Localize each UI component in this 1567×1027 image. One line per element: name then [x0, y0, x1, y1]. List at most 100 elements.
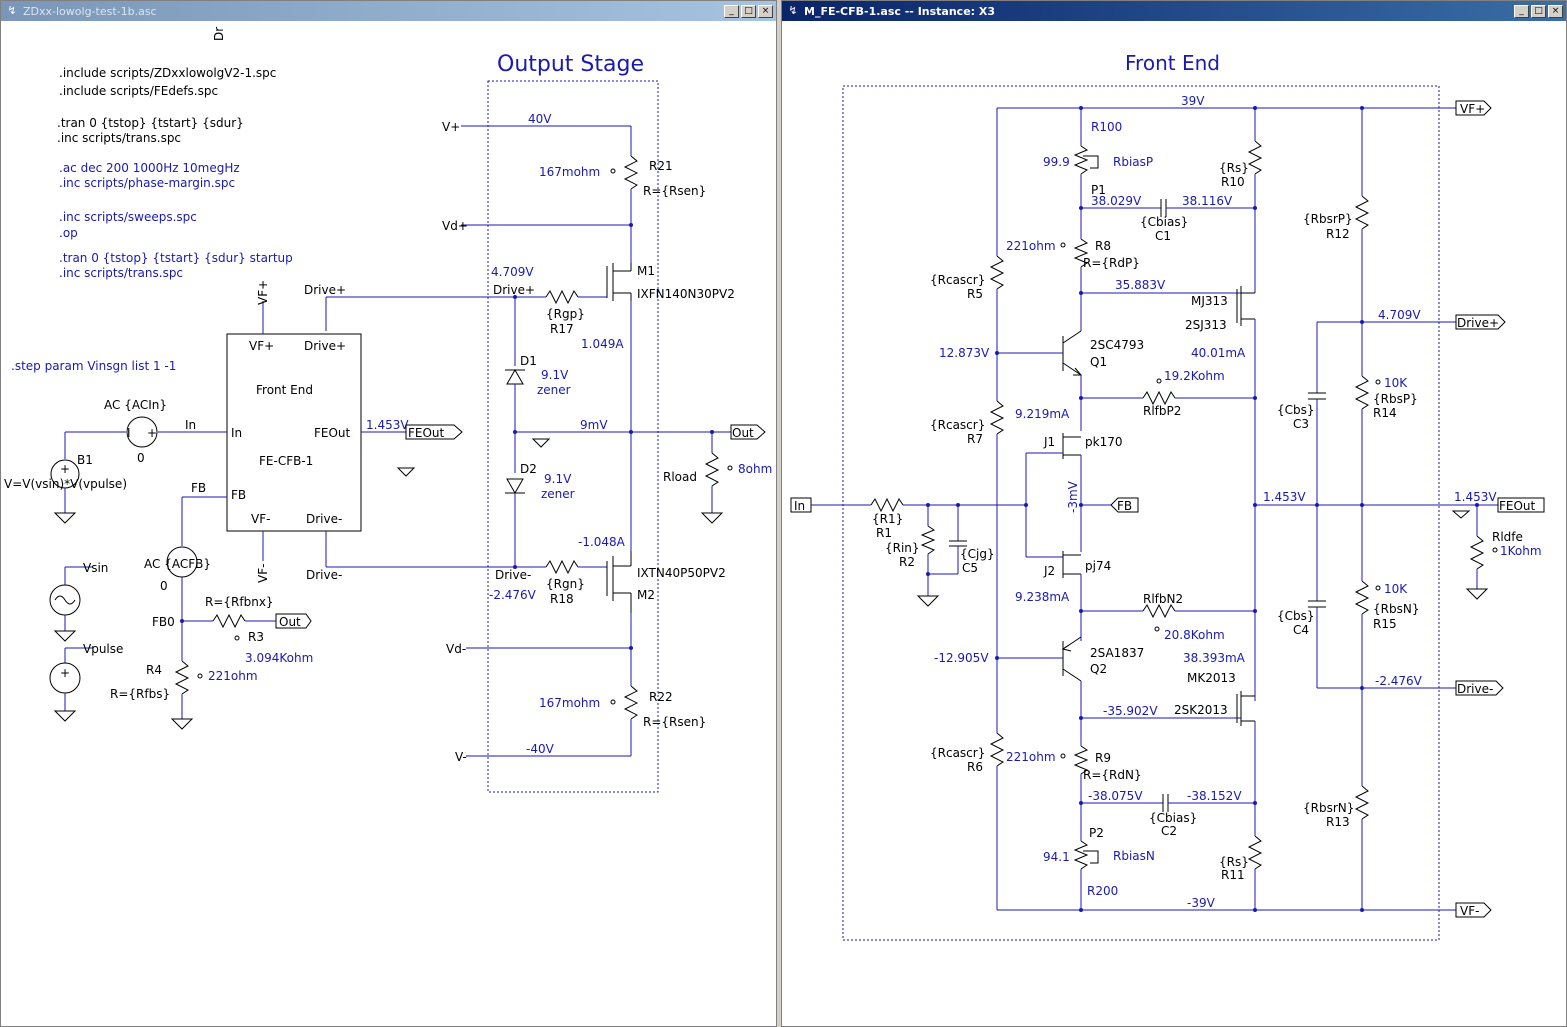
m2-mosfet[interactable]: [606, 551, 632, 613]
r9-resistor[interactable]: [1073, 745, 1089, 775]
r18-resistor[interactable]: [545, 559, 579, 575]
rload-resistor[interactable]: [704, 452, 720, 487]
r8-resistor[interactable]: [1073, 238, 1089, 268]
v39-label: 39V: [1181, 94, 1205, 108]
right-schematic-canvas[interactable]: Front End 39V VF+ -39V VF- {Rcascr} R5 {…: [782, 21, 1567, 1027]
right-title-bar[interactable]: ↯ M_FE-CFB-1.asc -- Instance: X3 _ □ ×: [782, 1, 1566, 21]
vfm-flag[interactable]: [1455, 902, 1492, 918]
fb-flag-label: FB: [1117, 499, 1132, 513]
ac-source[interactable]: [126, 416, 158, 448]
r7-name: R7: [967, 432, 983, 446]
close-button[interactable]: ×: [1548, 4, 1563, 18]
c1-value: {Cbias}: [1140, 215, 1188, 229]
d1-zener[interactable]: [505, 368, 525, 385]
r9-name: R9: [1095, 751, 1111, 765]
vfp-flag[interactable]: [1455, 100, 1492, 116]
directive: .tran 0 {tstop} {tstart} {sdur}: [57, 116, 244, 130]
svg-text:+: +: [147, 426, 157, 440]
sj313-part: 2SJ313: [1185, 318, 1227, 332]
vplus-label: V+: [442, 120, 460, 134]
r1-resistor[interactable]: [870, 497, 904, 513]
r21-resistor[interactable]: [623, 155, 639, 190]
drivep-flag[interactable]: [1455, 314, 1506, 330]
rldfe-current: 1Kohm: [1500, 544, 1542, 558]
r14-resistor[interactable]: [1354, 375, 1370, 410]
left-title-bar[interactable]: ↯ ZDxx-lowolg-test-1b.asc _ □ ×: [1, 1, 776, 21]
r5-name: R5: [967, 287, 983, 301]
j1-part: pk170: [1085, 435, 1122, 449]
rlfbn2-resistor[interactable]: [1142, 603, 1176, 619]
r3-resistor[interactable]: [212, 613, 246, 629]
left-schematic-canvas[interactable]: .include scripts/ZDxxlowolgV2-1.spc .inc…: [1, 21, 777, 1027]
left-schematic-window[interactable]: ↯ ZDxx-lowolg-test-1b.asc _ □ × .include…: [0, 0, 777, 1027]
mj313-mosfet[interactable]: [1236, 286, 1255, 326]
j2-jfet[interactable]: [1062, 551, 1081, 578]
svg-text:+: +: [60, 462, 70, 476]
r13-resistor[interactable]: [1354, 785, 1370, 820]
rldfe-resistor[interactable]: [1469, 535, 1485, 570]
d2-zener[interactable]: [505, 478, 525, 495]
r10-resistor[interactable]: [1247, 140, 1263, 175]
svg-text:I: I: [127, 426, 131, 440]
c1-right-volt: 38.116V: [1182, 194, 1233, 208]
r11-resistor[interactable]: [1247, 835, 1263, 870]
close-button[interactable]: ×: [758, 4, 773, 18]
r22-resistor[interactable]: [623, 685, 639, 720]
svg-text:+: +: [60, 666, 70, 680]
rlfbp2-current: 19.2Kohm: [1164, 369, 1225, 383]
vm3-label: -3mV: [1066, 480, 1080, 513]
feout-flag[interactable]: [1497, 497, 1545, 513]
p2-name: P2: [1089, 826, 1104, 840]
mj313-name: MJ313: [1191, 294, 1228, 308]
maximize-button[interactable]: □: [741, 4, 756, 18]
r12-resistor[interactable]: [1354, 195, 1370, 230]
r15-resistor[interactable]: [1354, 580, 1370, 615]
q1-transistor[interactable]: [1062, 330, 1083, 376]
r12-value: {RbsrP}: [1303, 212, 1353, 226]
vfm-pin-label: VF-: [256, 564, 270, 583]
mk2013-name: MK2013: [1187, 671, 1236, 685]
r5-resistor[interactable]: [989, 255, 1005, 290]
fb-flag[interactable]: [1110, 497, 1139, 513]
d1-type: zener: [537, 383, 571, 397]
out-flag[interactable]: [730, 424, 766, 440]
j1-jfet[interactable]: [1062, 433, 1081, 459]
fe-in-pin: In: [231, 426, 242, 440]
q1-part: 2SC4793: [1090, 338, 1144, 352]
in-flag[interactable]: [790, 497, 812, 513]
p1-pot[interactable]: [1073, 145, 1089, 175]
maximize-button[interactable]: □: [1531, 4, 1546, 18]
out-flag-label: Out: [732, 426, 754, 440]
fe-block-name: Front End: [256, 383, 313, 397]
ac-zero: 0: [137, 451, 145, 465]
v35902-label: -35.902V: [1103, 704, 1158, 718]
r17-resistor[interactable]: [545, 289, 579, 305]
r13-name: R13: [1326, 815, 1350, 829]
p1-value: 99.9: [1043, 155, 1070, 169]
r4-resistor[interactable]: [174, 660, 190, 695]
rlfbp2-resistor[interactable]: [1142, 390, 1176, 406]
mk2013-mosfet[interactable]: [1236, 691, 1255, 726]
right-schematic-window[interactable]: ↯ M_FE-CFB-1.asc -- Instance: X3 _ □ × F…: [781, 0, 1567, 1027]
r6-resistor[interactable]: [989, 732, 1005, 767]
driven-flag[interactable]: [1455, 680, 1504, 696]
sk2013-part: 2SK2013: [1174, 703, 1228, 717]
c1-left-volt: 38.029V: [1091, 194, 1142, 208]
q2-transistor[interactable]: [1061, 636, 1082, 682]
m1-mosfet[interactable]: [606, 263, 632, 301]
r11-value: {Rs}: [1219, 855, 1249, 869]
q2-part: 2SA1837: [1090, 646, 1144, 660]
minimize-button[interactable]: _: [724, 4, 739, 18]
r3-current: 3.094Kohm: [245, 651, 313, 665]
out-volt: 9mV: [580, 418, 608, 432]
drivep-flag-label: Drive+: [1457, 316, 1499, 330]
feout-flag[interactable]: [405, 424, 463, 440]
out2-flag[interactable]: [275, 613, 312, 629]
r7-resistor[interactable]: [989, 400, 1005, 435]
r100-name: R100: [1091, 120, 1122, 134]
q1-emitter-current: 9.219mA: [1015, 407, 1070, 421]
p2-pot[interactable]: [1073, 840, 1089, 870]
r21-value: R={Rsen}: [643, 184, 706, 198]
minimize-button[interactable]: _: [1514, 4, 1529, 18]
r2-resistor[interactable]: [920, 525, 936, 555]
